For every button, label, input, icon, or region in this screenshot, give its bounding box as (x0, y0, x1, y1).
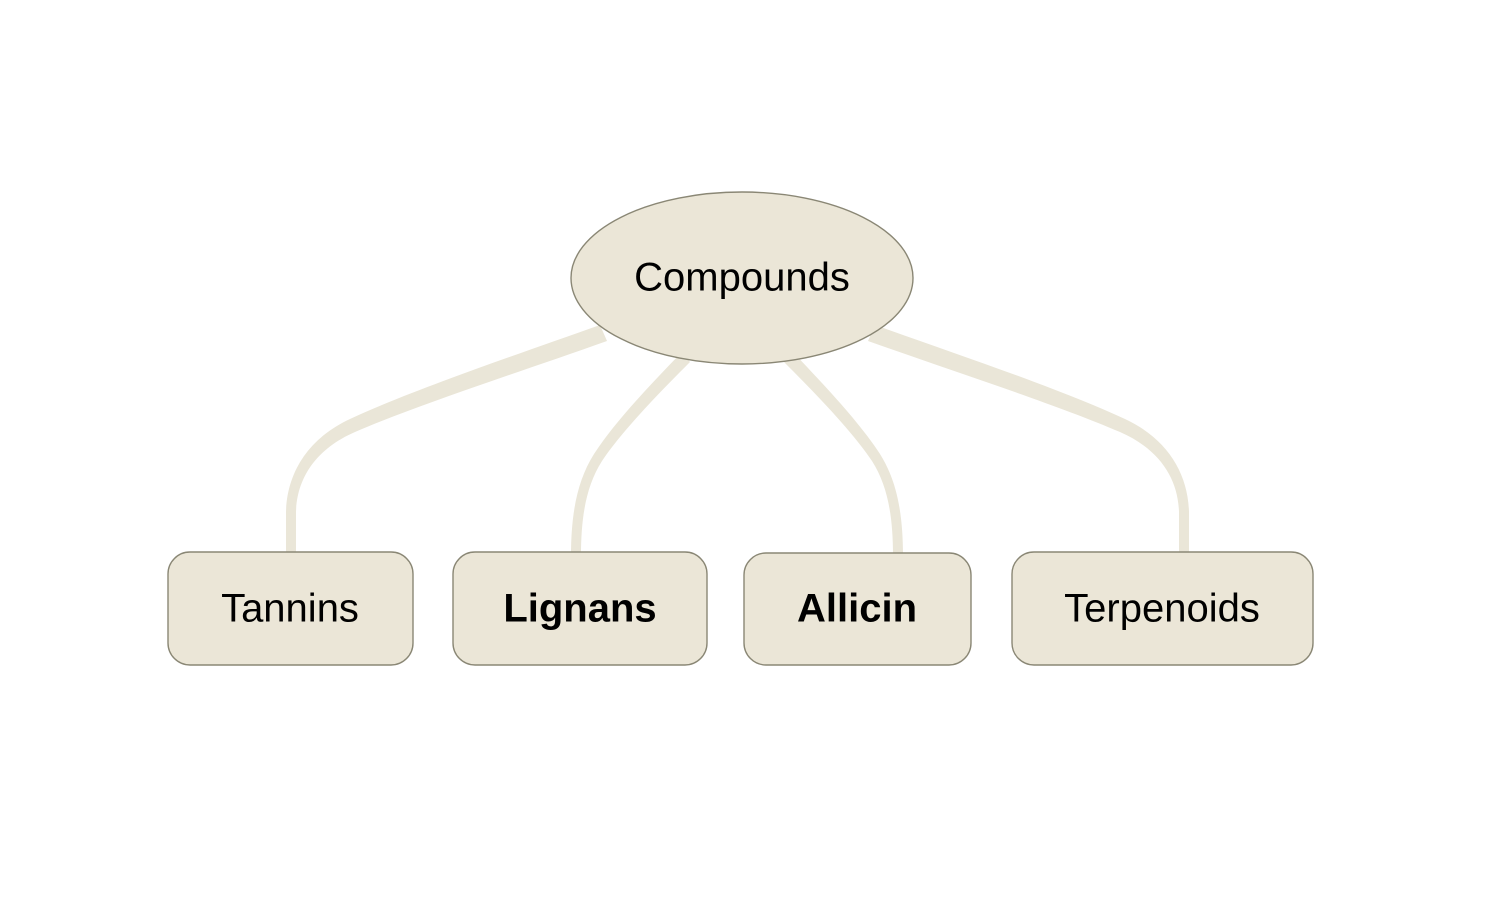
node-lignans-shape[interactable] (452, 551, 708, 666)
edge-compounds-terpenoids (868, 325, 1189, 556)
node-compounds-label: Compounds (634, 256, 850, 300)
edge-compounds-allicin (784, 352, 903, 556)
node-allicin-shape[interactable] (743, 552, 972, 666)
node-terpenoids[interactable]: Terpenoids (1011, 551, 1314, 666)
node-compounds[interactable]: Compounds (570, 191, 914, 365)
node-terpenoids-shape[interactable] (1011, 551, 1314, 666)
edge-compounds-lignans (571, 352, 690, 556)
node-tannins[interactable]: Tannins (167, 551, 414, 666)
node-tannins-shape[interactable] (167, 551, 414, 666)
node-tannins-label: Tannins (221, 587, 359, 631)
node-terpenoids-label: Terpenoids (1064, 587, 1260, 631)
edge-compounds-tannins (286, 325, 607, 556)
node-allicin[interactable]: Allicin (743, 552, 972, 666)
node-allicin-label: Allicin (797, 587, 917, 631)
edge-group (286, 325, 1189, 556)
node-lignans-label: Lignans (503, 587, 656, 631)
node-compounds-shape[interactable] (570, 191, 914, 365)
node-lignans[interactable]: Lignans (452, 551, 708, 666)
